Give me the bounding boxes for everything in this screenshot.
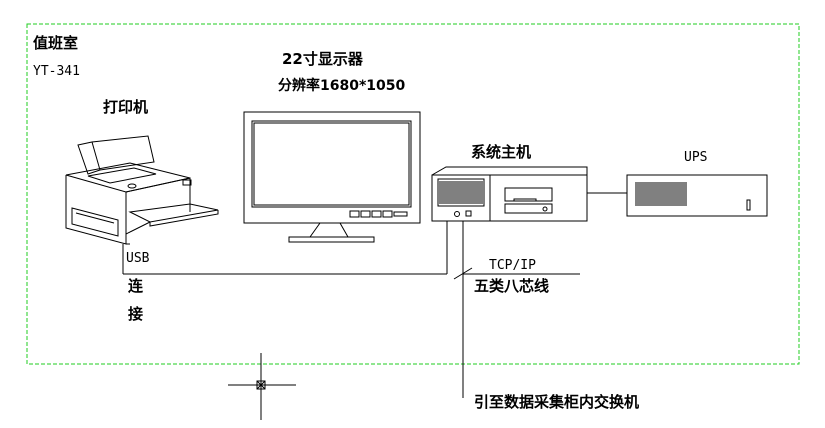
ups-label: UPS <box>684 150 708 165</box>
usb-connect-char-2: 接 <box>128 305 144 323</box>
host-label: 系统主机 <box>471 143 532 161</box>
usb-label: USB <box>126 251 150 266</box>
printer-label: 打印机 <box>103 98 149 116</box>
connection-lines <box>122 192 627 398</box>
room-code: YT-341 <box>33 64 80 79</box>
usb-connect-char-1: 连 <box>128 277 144 295</box>
monitor-resolution: 分辨率1680*1050 <box>278 78 406 94</box>
ups-icon <box>626 174 768 217</box>
printer-icon <box>65 135 219 245</box>
uplink-label: 引至数据采集柜内交换机 <box>474 393 640 411</box>
room-name: 值班室 <box>33 34 79 52</box>
room-boundary <box>26 23 800 365</box>
host-computer-icon <box>431 166 588 222</box>
cable-label: 五类八芯线 <box>474 277 550 295</box>
ups-vent-grille <box>635 182 687 206</box>
monitor-title: 22寸显示器 <box>282 50 363 68</box>
host-vent-grille <box>439 181 483 204</box>
monitor-icon <box>243 111 421 243</box>
tcpip-label: TCP/IP <box>489 258 536 273</box>
cad-crosshair-icon <box>228 353 296 420</box>
